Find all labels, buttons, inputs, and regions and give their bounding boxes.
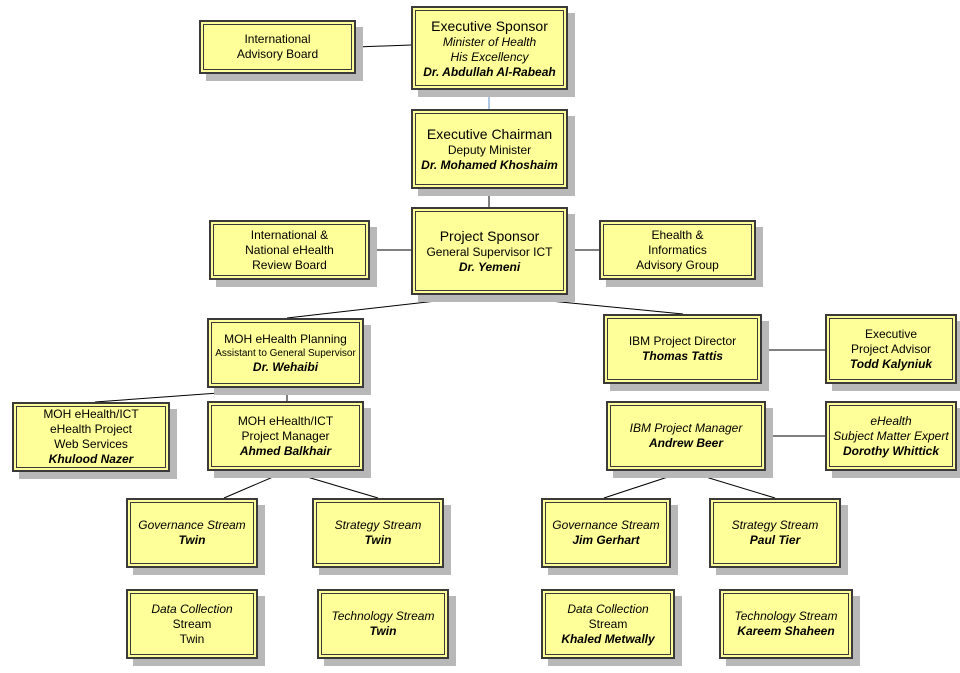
box-text: International bbox=[244, 32, 311, 46]
box-text: MOH eHealth/ICT bbox=[237, 413, 334, 428]
box-text: eHealth Project bbox=[49, 422, 133, 436]
box-person-name: Khaled Metwally bbox=[561, 631, 655, 646]
box-person-name: Dorothy Whittick bbox=[843, 443, 939, 458]
box-person-name: Twin bbox=[178, 533, 206, 547]
box-person-name: Twin bbox=[369, 624, 397, 638]
box-title: Technology Stream bbox=[331, 609, 435, 623]
box-text: Stream bbox=[172, 616, 212, 631]
moh-technology-stream-box[interactable]: Technology Stream Twin bbox=[317, 589, 449, 659]
box-text: Project Advisor bbox=[850, 341, 932, 356]
box-role: His Excellency bbox=[450, 49, 529, 64]
box-text: eHealth bbox=[870, 413, 912, 428]
project-sponsor-box[interactable]: Project Sponsor General Supervisor ICT D… bbox=[411, 207, 568, 295]
moh-project-manager-box[interactable]: MOH eHealth/ICT Project Manager Ahmed Ba… bbox=[207, 401, 364, 471]
box-text: National eHealth bbox=[245, 242, 334, 257]
box-person-name: Dr. Abdullah Al-Rabeah bbox=[423, 64, 556, 79]
box-text: Stream bbox=[588, 616, 628, 631]
box-title: Governance Stream bbox=[138, 518, 246, 532]
box-title: Executive Chairman bbox=[426, 126, 553, 142]
subject-matter-expert-box[interactable]: eHealth Subject Matter Expert Dorothy Wh… bbox=[825, 401, 957, 471]
box-text: Advisory Board bbox=[236, 47, 319, 61]
box-text: International & bbox=[250, 227, 329, 242]
moh-data-collection-stream-box[interactable]: Data Collection Stream Twin bbox=[126, 589, 258, 659]
connector-advisory-board bbox=[355, 44, 412, 48]
connector-sponsor-ibm-director bbox=[488, 294, 684, 315]
box-text: Review Board bbox=[252, 257, 327, 272]
box-text: Ehealth & bbox=[651, 227, 704, 242]
moh-governance-stream-box[interactable]: Governance Stream Twin bbox=[126, 498, 258, 568]
box-title: Data Collection bbox=[151, 601, 233, 616]
box-person-name: Dr. Mohamed Khoshaim bbox=[421, 158, 558, 172]
box-person-name: Dr. Wehaibi bbox=[252, 359, 319, 374]
box-role: Assistant to General Supervisor bbox=[215, 347, 356, 359]
review-board-box[interactable]: International & National eHealth Review … bbox=[209, 220, 370, 280]
connector-ibm-manager-strategy bbox=[685, 470, 776, 499]
box-title: IBM Project Manager bbox=[629, 421, 743, 435]
box-role: Minister of Health bbox=[442, 34, 537, 49]
ibm-project-director-box[interactable]: IBM Project Director Thomas Tattis bbox=[603, 314, 762, 384]
box-person-name: Paul Tier bbox=[749, 533, 801, 547]
box-title: Strategy Stream bbox=[334, 518, 422, 532]
box-title: Project Sponsor bbox=[439, 228, 540, 244]
box-person-name: Thomas Tattis bbox=[642, 349, 723, 363]
box-text: Informatics bbox=[648, 242, 707, 257]
executive-chairman-box[interactable]: Executive Chairman Deputy Minister Dr. M… bbox=[411, 109, 568, 189]
connector-moh-manager-strategy bbox=[286, 470, 379, 499]
box-person-name: Jim Gerhart bbox=[572, 533, 640, 547]
box-person-name: Andrew Beer bbox=[648, 436, 724, 450]
box-text: Twin bbox=[179, 631, 205, 646]
executive-sponsor-box[interactable]: Executive Sponsor Minister of Health His… bbox=[411, 6, 568, 90]
box-text: Advisory Group bbox=[636, 257, 719, 272]
ibm-project-manager-box[interactable]: IBM Project Manager Andrew Beer bbox=[606, 401, 766, 471]
box-title: Technology Stream bbox=[734, 609, 838, 623]
box-role: Deputy Minister bbox=[447, 143, 532, 157]
box-person-name: Kareem Shaheen bbox=[737, 624, 835, 638]
ehealth-advisory-group-box[interactable]: Ehealth & Informatics Advisory Group bbox=[599, 220, 756, 280]
box-title: Strategy Stream bbox=[731, 518, 819, 532]
moh-web-services-box[interactable]: MOH eHealth/ICT eHealth Project Web Serv… bbox=[12, 402, 170, 472]
box-text: Executive bbox=[864, 326, 918, 341]
connector-planning-web-services bbox=[94, 387, 288, 403]
box-person-name: Twin bbox=[364, 533, 392, 547]
ibm-data-collection-stream-box[interactable]: Data Collection Stream Khaled Metwally bbox=[541, 589, 675, 659]
executive-project-advisor-box[interactable]: Executive Project Advisor Todd Kalyniuk bbox=[825, 314, 957, 384]
box-title: IBM Project Director bbox=[628, 334, 737, 348]
box-person-name: Khulood Nazer bbox=[48, 452, 134, 466]
international-advisory-board-box[interactable]: International Advisory Board bbox=[199, 20, 356, 74]
box-title: Governance Stream bbox=[552, 518, 660, 532]
box-title: Executive Sponsor bbox=[431, 17, 548, 34]
ibm-governance-stream-box[interactable]: Governance Stream Jim Gerhart bbox=[541, 498, 671, 568]
box-title: Data Collection bbox=[567, 601, 649, 616]
ibm-strategy-stream-box[interactable]: Strategy Stream Paul Tier bbox=[709, 498, 841, 568]
box-person-name: Todd Kalyniuk bbox=[849, 356, 933, 371]
box-person-name: Dr. Yemeni bbox=[458, 260, 521, 274]
box-text: Project Manager bbox=[241, 428, 330, 443]
connector-sponsor-moh-planning bbox=[286, 294, 490, 319]
box-text: MOH eHealth/ICT bbox=[43, 407, 139, 421]
box-person-name: Ahmed Balkhair bbox=[239, 443, 332, 458]
moh-strategy-stream-box[interactable]: Strategy Stream Twin bbox=[312, 498, 444, 568]
box-text: Web Services bbox=[54, 437, 128, 451]
box-text: Subject Matter Expert bbox=[833, 428, 949, 443]
box-title: MOH eHealth Planning bbox=[224, 331, 347, 346]
connector-moh-manager-governance bbox=[223, 470, 288, 499]
ibm-technology-stream-box[interactable]: Technology Stream Kareem Shaheen bbox=[719, 589, 853, 659]
connector-ibm-manager-governance bbox=[603, 470, 687, 499]
box-role: General Supervisor ICT bbox=[426, 245, 553, 259]
moh-ehealth-planning-box[interactable]: MOH eHealth Planning Assistant to Genera… bbox=[207, 318, 364, 388]
